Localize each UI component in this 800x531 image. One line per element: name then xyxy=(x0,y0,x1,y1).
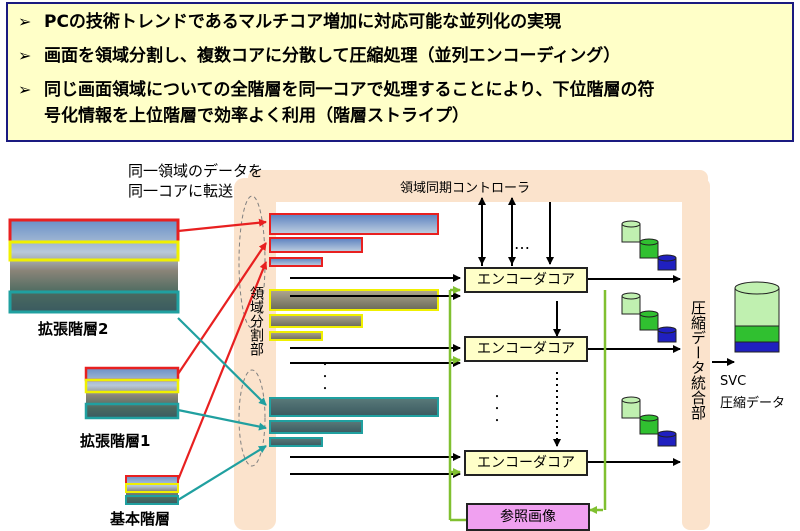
layer1-image xyxy=(84,366,180,420)
vertical-dots-left: ・ ・ ・ xyxy=(320,360,330,395)
bullet-arrow-icon: ➢ xyxy=(18,80,32,99)
layer2-image xyxy=(8,218,180,314)
output-cylinders-3 xyxy=(621,396,677,447)
output-cylinders-1 xyxy=(621,220,677,271)
vertical-dots-right: ・ ・ ・ xyxy=(492,392,502,427)
bullet-1: ➢PCの技術トレンドであるマルチコア増加に対応可能な並列化の実現 xyxy=(18,12,562,32)
same-core-label: 同一コアに転送 xyxy=(128,182,234,200)
layer2-label: 拡張階層2 xyxy=(38,320,109,338)
layer1-label: 拡張階層1 xyxy=(80,432,151,450)
bullet-2: ➢画面を領域分割し、複数コアに分散して圧縮処理（並列エンコーディング） xyxy=(18,46,621,66)
reference-paths xyxy=(448,286,607,522)
sync-controller-region xyxy=(234,170,710,530)
encoder-core-1: エンコーダコア xyxy=(464,267,588,293)
same-region-label: 同一領域のデータを xyxy=(128,162,264,180)
summary-box: ➢PCの技術トレンドであるマルチコア増加に対応可能な並列化の実現 ➢画面を領域分… xyxy=(6,2,794,142)
sync-controller-label: 領域同期コントローラ xyxy=(400,181,531,196)
base-layer-label: 基本階層 xyxy=(110,510,171,528)
region-divider-label: 領域分割部 xyxy=(248,286,264,356)
bullet-3-continuation: 号化情報を上位階層で効率よく利用（階層ストライプ） xyxy=(44,106,469,126)
bullet-3: ➢同じ画面領域についての全階層を同一コアで処理することにより、下位階層の符 xyxy=(18,80,655,100)
stripes-middle xyxy=(269,289,439,341)
svc-data-label: 圧縮データ xyxy=(720,396,786,411)
svc-label: SVC xyxy=(720,374,747,389)
stripes-bottom xyxy=(269,397,439,447)
teal-transfer-arrows xyxy=(177,317,267,501)
group-ellipse-bottom xyxy=(238,369,266,467)
bullet-arrow-icon: ➢ xyxy=(18,46,32,65)
encoder-core-3: エンコーダコア xyxy=(464,450,588,476)
svc-cylinder xyxy=(734,281,780,353)
sync-arrows xyxy=(478,197,554,266)
red-transfer-arrows xyxy=(176,218,268,481)
bullet-arrow-icon: ➢ xyxy=(18,12,32,31)
input-arrows xyxy=(290,274,735,478)
stripes-top xyxy=(269,213,439,267)
compressed-merger-bar xyxy=(682,178,710,530)
compressed-merger-label: 圧縮データ統合部 xyxy=(689,300,707,420)
reference-image-box: 参照画像 xyxy=(466,503,590,531)
ellipsis-label: … xyxy=(514,234,530,253)
encoder-core-2: エンコーダコア xyxy=(464,336,588,362)
base-image xyxy=(125,475,179,505)
output-cylinders-2 xyxy=(621,292,677,343)
